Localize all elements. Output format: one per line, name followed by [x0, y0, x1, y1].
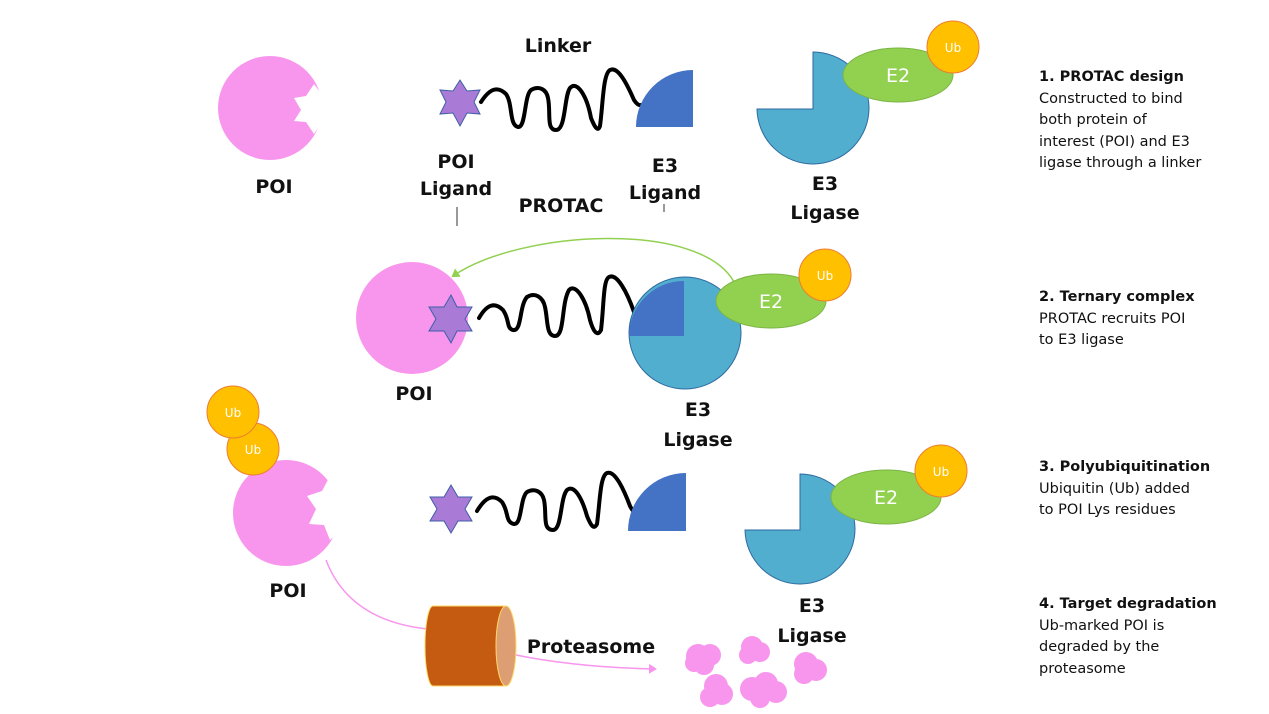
step-ternary-complex: 2. Ternary complex PROTAC recruits POI t… — [1039, 287, 1264, 352]
poi-ligand-star — [439, 79, 481, 128]
linker-label: Linker — [525, 35, 592, 57]
ub-bead-upper — [206, 385, 260, 439]
e3-ligase-label-line1: E3 — [799, 595, 825, 617]
peptide-fragments — [685, 636, 827, 708]
e3-ligase-label-line2: Ligase — [663, 429, 732, 451]
e3-ligase-label-line2: Ligase — [790, 202, 859, 224]
e2-label: E2 — [874, 487, 898, 509]
step-polyubiquitination: 3. Polyubiquitination Ubiquitin (Ub) add… — [1039, 457, 1264, 522]
linker-chain — [479, 67, 647, 132]
linker-chain — [477, 274, 648, 338]
step-description: Ubiquitin (Ub) added to POI Lys residues — [1039, 480, 1190, 519]
e3-ligand-quarter — [629, 281, 684, 336]
e3-ligase — [756, 51, 870, 165]
step-description: Constructed to bind both protein of inte… — [1039, 90, 1202, 172]
poi-label: POI — [395, 383, 432, 405]
e3-ligand-label-line2: Ligand — [629, 182, 701, 204]
row-ternary-complex: E2 Ub POI E3 Ligase — [356, 237, 852, 451]
step-title: 1. PROTAC design — [1039, 69, 1184, 85]
degradation-arrow — [515, 654, 657, 674]
poi-ligand-star — [428, 293, 473, 345]
recruit-arrow — [451, 237, 735, 283]
e3-ligase-label-line2: Ligase — [777, 625, 846, 647]
linker-chain — [475, 470, 643, 532]
ub-bead — [926, 20, 980, 74]
e3-ligand-quarter — [636, 70, 693, 127]
poi-ligand-label-line1: POI — [437, 151, 474, 173]
ub-label: Ub — [225, 406, 241, 420]
proteasome-label: Proteasome — [527, 636, 655, 658]
poi-protein — [218, 56, 330, 160]
peptide-fragment — [739, 636, 770, 664]
step-title: 3. Polyubiquitination — [1039, 459, 1211, 475]
e3-ligase-label-line1: E3 — [685, 399, 711, 421]
step-protac-design: 1. PROTAC design Constructed to bind bot… — [1039, 67, 1264, 175]
peptide-fragment — [740, 672, 787, 708]
ub-label: Ub — [945, 41, 961, 55]
ub-bead — [914, 444, 968, 498]
peptide-fragment — [700, 674, 733, 707]
peptide-fragment — [685, 644, 721, 675]
e2-label: E2 — [759, 291, 783, 313]
step-target-degradation: 4. Target degradation Ub-marked POI is d… — [1039, 594, 1264, 680]
e3-ligand-quarter — [628, 473, 686, 531]
peptide-fragment — [794, 652, 827, 684]
step-description: PROTAC recruits POI to E3 ligase — [1039, 310, 1186, 349]
ub-bead — [798, 248, 852, 302]
e2-enzyme — [842, 47, 954, 103]
degradation-path-in — [325, 559, 429, 630]
poi-ligand-star — [429, 484, 473, 534]
e3-ligand-label-line1: E3 — [652, 155, 678, 177]
e3-ligase-label-line1: E3 — [812, 173, 838, 195]
step-description: Ub-marked POI is degraded by the proteas… — [1039, 617, 1165, 677]
step-title: 4. Target degradation — [1039, 596, 1217, 612]
row-protac-design: POI Linker POI Ligand E3 Ligand PROTAC E… — [218, 20, 980, 226]
poi-label: POI — [269, 580, 306, 602]
ub-label: Ub — [245, 443, 261, 457]
step-title: 2. Ternary complex — [1039, 289, 1195, 305]
row-degradation: Proteasome — [325, 559, 827, 708]
ubiquitinated-poi — [233, 460, 345, 566]
ub-label: Ub — [933, 465, 949, 479]
ub-label: Ub — [817, 269, 833, 283]
proteasome — [424, 605, 517, 687]
protac-label: PROTAC — [519, 195, 604, 217]
poi-ligand-label-line2: Ligand — [420, 178, 492, 200]
poi-label: POI — [255, 176, 292, 198]
e3-ligase — [744, 473, 856, 585]
row-polyubiquitination: Ub Ub POI E2 Ub E3 Ligase — [206, 385, 968, 647]
e2-label: E2 — [886, 65, 910, 87]
poi-protein — [356, 262, 468, 374]
